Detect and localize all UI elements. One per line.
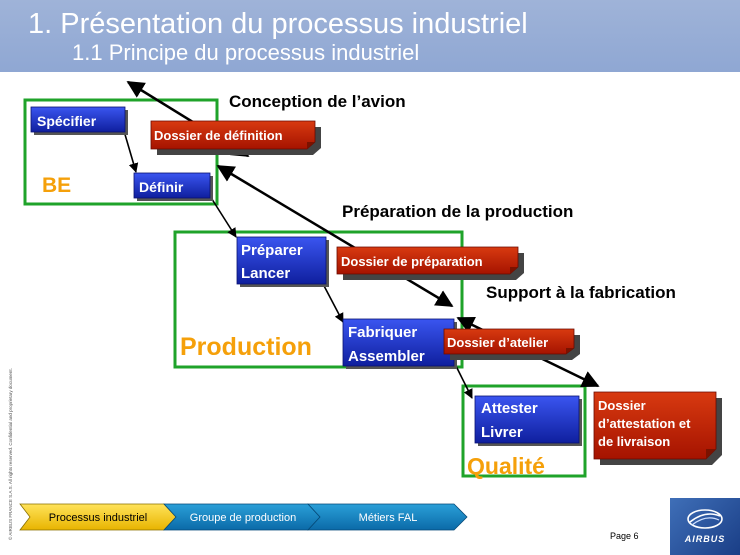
slide-title: 1. Présentation du processus industriel: [28, 8, 528, 40]
dossier-label-preparation: Dossier de préparation: [341, 254, 483, 269]
nav-item-processus-industriel[interactable]: Processus industriel: [19, 503, 177, 531]
airbus-logo-text: AIRBUS: [684, 534, 726, 544]
phase-label-conception: Conception de l’avion: [229, 92, 406, 111]
nav-label-processus-industriel: Processus industriel: [49, 512, 147, 524]
slide-subtitle: 1.1 Principe du processus industriel: [72, 40, 420, 65]
step-label-assembler: Assembler: [348, 348, 425, 365]
dossier-definition: Dossier de définition: [150, 120, 321, 155]
step-label-preparer: Préparer: [241, 242, 303, 259]
dossier-preparation: Dossier de préparation: [336, 246, 524, 280]
dossier-atelier: Dossier d’atelier: [443, 328, 580, 360]
flow-arrow-definir-preparer: [209, 195, 237, 238]
group-label-be: BE: [42, 174, 71, 197]
step-fabriquer-assembler: Fabriquer Assembler: [342, 318, 457, 369]
airbus-logo: AIRBUS: [670, 498, 740, 555]
step-definir: Définir: [133, 172, 213, 201]
page-number: Page 6: [610, 531, 639, 541]
phase-label-preparation: Préparation de la production: [342, 202, 573, 221]
flow-arrow-specifier-definir: [123, 130, 139, 173]
nav-label-metiers-fal: Métiers FAL: [359, 512, 418, 524]
dossier-label-attestation-1: Dossier: [598, 398, 646, 413]
step-label-livrer: Livrer: [481, 424, 523, 441]
flow-arrow-lancer-fabriquer: [321, 281, 344, 323]
step-label-fabriquer: Fabriquer: [348, 324, 417, 341]
step-specifier: Spécifier: [30, 106, 128, 135]
dossier-label-attestation-2: d’attestation et: [598, 416, 691, 431]
step-label-attester: Attester: [481, 400, 538, 417]
nav-item-groupe-de-production[interactable]: Groupe de production: [163, 503, 321, 531]
nav-item-metiers-fal[interactable]: Métiers FAL: [307, 503, 468, 531]
airbus-swirl-icon: [687, 509, 723, 529]
slide-header: 1. Présentation du processus industriel …: [0, 0, 740, 72]
phase-label-support: Support à la fabrication: [486, 283, 676, 302]
dossier-label-atelier: Dossier d’atelier: [447, 335, 548, 350]
dossier-label-definition: Dossier de définition: [154, 128, 283, 143]
phase-arrow-preparation: [216, 164, 454, 308]
step-attester-livrer: Attester Livrer: [474, 395, 582, 446]
step-label-lancer: Lancer: [241, 265, 290, 282]
step-label-specifier: Spécifier: [37, 113, 97, 129]
group-label-qualite: Qualité: [467, 453, 545, 479]
group-label-production: Production: [180, 333, 312, 361]
nav-label-groupe-de-production: Groupe de production: [190, 512, 296, 524]
dossier-attestation: Dossier d’attestation et de livraison: [593, 391, 722, 465]
step-preparer-lancer: Préparer Lancer: [236, 236, 329, 287]
dossier-label-attestation-3: de livraison: [598, 434, 670, 449]
step-label-definir: Définir: [139, 179, 184, 195]
